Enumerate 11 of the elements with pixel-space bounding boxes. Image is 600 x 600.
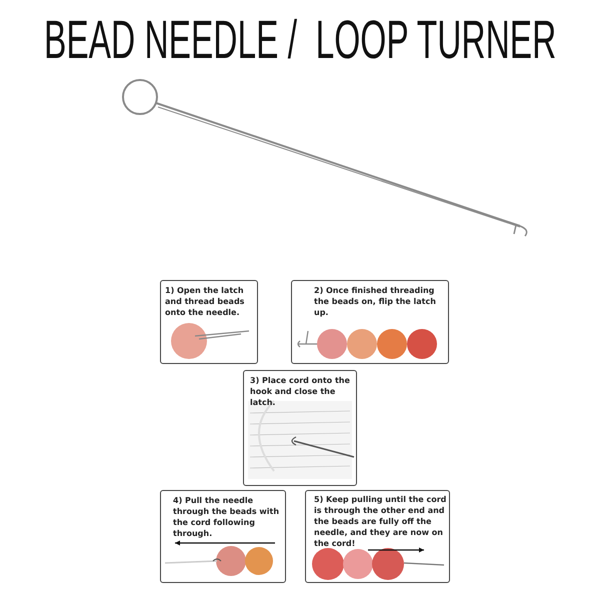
- title: BEAD NEEDLE / LOOP TURNER: [44, 9, 556, 72]
- instruction-text: 3) Place cord onto the hook and close the latch.: [250, 375, 351, 408]
- instruction-panel: [243, 370, 357, 486]
- instruction-text: 5) Keep pulling until the cord is through the other end and the beads are fully off the needle, and they are now on the cord!: [314, 494, 448, 549]
- instruction-panel: [160, 280, 258, 364]
- instruction-panel: [160, 490, 286, 583]
- instruction-text: 4) Pull the needle through the beads with the cord following through.: [173, 495, 280, 539]
- instruction-panel: [291, 280, 449, 364]
- instruction-text: 2) Once finished threading the beads on, flip the latch up.: [314, 285, 437, 318]
- instruction-text: 1) Open the latch and thread beads onto the needle.: [165, 285, 245, 318]
- instruction-panel: [305, 490, 450, 583]
